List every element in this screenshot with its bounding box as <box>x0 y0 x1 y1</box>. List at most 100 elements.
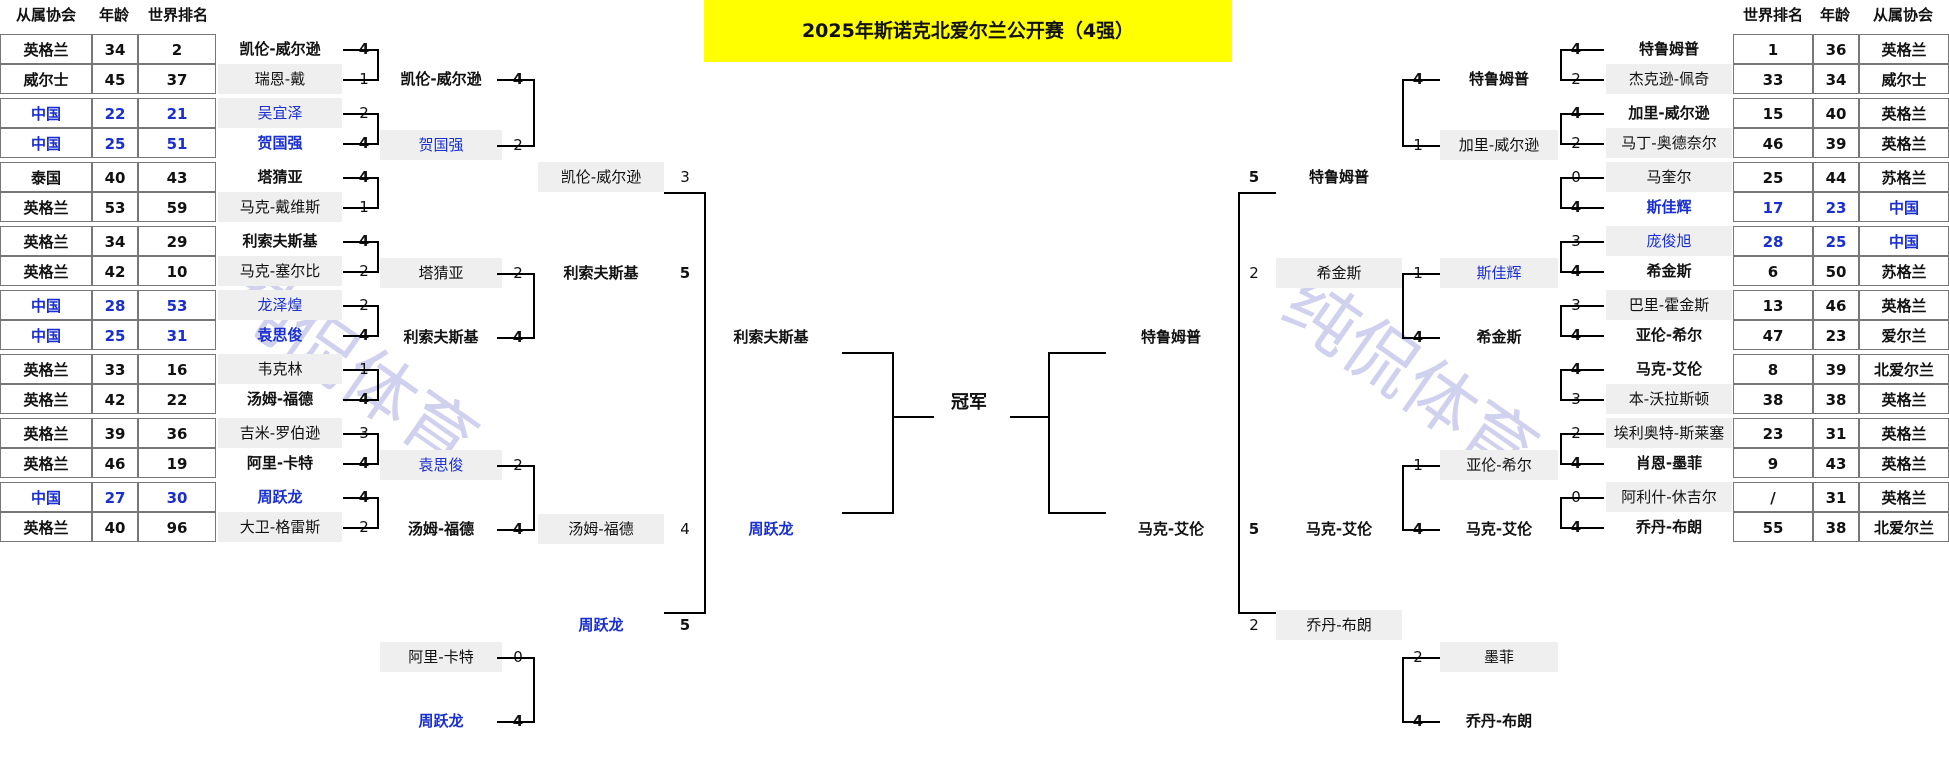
bracket-line <box>497 273 535 275</box>
player-rank: 36 <box>138 418 216 448</box>
player-rank: 33 <box>1733 64 1813 94</box>
player-rank: 55 <box>1733 512 1813 542</box>
player-assoc: 中国 <box>0 290 92 320</box>
bracket-line <box>1560 113 1562 145</box>
player-assoc: 英格兰 <box>1859 384 1949 414</box>
player-age: 50 <box>1813 256 1859 286</box>
bracket-line <box>1238 192 1276 194</box>
bracket-line <box>1560 241 1604 243</box>
bracket-line <box>497 79 535 81</box>
player-rank: 96 <box>138 512 216 542</box>
bracket-line <box>343 241 379 243</box>
bracket-line <box>1560 271 1604 273</box>
bracket-line <box>343 335 379 337</box>
player-age: 28 <box>92 290 138 320</box>
player-name: 凯伦-威尔逊 <box>400 70 482 88</box>
bracket-line <box>377 369 379 401</box>
player-name: 大卫-格雷斯 <box>218 512 342 542</box>
bracket-line <box>1048 352 1050 514</box>
player-assoc: 中国 <box>1859 226 1949 256</box>
player-assoc: 英格兰 <box>1859 34 1949 64</box>
bracket-line <box>343 527 379 529</box>
player-rank: 16 <box>138 354 216 384</box>
left-header: 世界排名 <box>147 6 208 24</box>
player-age: 43 <box>1813 448 1859 478</box>
player-name: 斯佳辉 <box>1646 198 1692 216</box>
bracket-line <box>1560 113 1604 115</box>
page-title: 2025年斯诺克北爱尔兰公开赛（4强） <box>704 0 1232 62</box>
player-age: 34 <box>1813 64 1859 94</box>
player-age: 23 <box>1813 320 1859 350</box>
match-score: 5 <box>1248 520 1260 538</box>
bracket-line <box>1238 612 1276 614</box>
match-score: 2 <box>1249 616 1259 634</box>
player-age: 40 <box>1813 98 1859 128</box>
player-name: 希金斯 <box>1476 328 1522 346</box>
player-rank: 28 <box>1733 226 1813 256</box>
player-name: 袁思俊 <box>257 326 303 344</box>
bracket-line <box>1560 433 1562 465</box>
player-rank: 21 <box>138 98 216 128</box>
bracket-line <box>664 612 706 614</box>
player-name: 斯佳辉 <box>1440 258 1558 288</box>
player-age: 22 <box>92 98 138 128</box>
player-rank: 15 <box>1733 98 1813 128</box>
bracket-line <box>1402 273 1404 339</box>
bracket-line <box>497 657 535 659</box>
player-rank: 6 <box>1733 256 1813 286</box>
left-header: 从属协会 <box>15 6 76 24</box>
bracket-line <box>1402 721 1440 723</box>
bracket-line <box>343 79 379 81</box>
bracket-line <box>377 113 379 145</box>
player-name: 希金斯 <box>1646 262 1692 280</box>
player-name: 凯伦-威尔逊 <box>239 40 321 58</box>
player-rank: 47 <box>1733 320 1813 350</box>
player-name: 汤姆-福德 <box>538 514 664 544</box>
match-score: 4 <box>680 520 690 538</box>
player-age: 40 <box>92 162 138 192</box>
player-age: 44 <box>1813 162 1859 192</box>
player-name: 希金斯 <box>1276 258 1402 288</box>
player-name: 马克-艾伦 <box>1137 520 1205 538</box>
player-name: 贺国强 <box>380 130 502 160</box>
bracket-line <box>377 49 379 81</box>
player-name: 塔猜亚 <box>257 168 303 186</box>
player-name: 吴宜泽 <box>218 98 342 128</box>
player-rank: 17 <box>1733 192 1813 222</box>
player-rank: 51 <box>138 128 216 158</box>
bracket-line <box>343 369 379 371</box>
match-score: 5 <box>679 616 691 634</box>
player-name: 亚伦-希尔 <box>1440 450 1558 480</box>
player-name: 马丁-奥德奈尔 <box>1606 128 1732 158</box>
player-age: 25 <box>92 128 138 158</box>
player-name: 加里-威尔逊 <box>1628 104 1710 122</box>
bracket-line <box>533 79 535 147</box>
bracket-line <box>343 177 379 179</box>
player-rank: 25 <box>1733 162 1813 192</box>
player-rank: 38 <box>1733 384 1813 414</box>
bracket-line <box>1560 433 1604 435</box>
bracket-line <box>1560 79 1604 81</box>
bracket-line <box>377 305 379 337</box>
player-rank: 59 <box>138 192 216 222</box>
player-age: 34 <box>92 34 138 64</box>
player-assoc: 英格兰 <box>1859 418 1949 448</box>
bracket-line <box>497 465 535 467</box>
bracket-line <box>377 177 379 209</box>
player-name: 吉米-罗伯逊 <box>218 418 342 448</box>
player-name: 特鲁姆普 <box>1468 70 1529 88</box>
player-age: 39 <box>1813 354 1859 384</box>
player-name: 凯伦-威尔逊 <box>538 162 664 192</box>
player-name: 周跃龙 <box>257 488 303 506</box>
bracket-line <box>1560 463 1604 465</box>
player-age: 23 <box>1813 192 1859 222</box>
bracket-line <box>343 143 379 145</box>
bracket-line <box>1402 465 1404 531</box>
bracket-line <box>497 529 535 531</box>
bracket-line <box>343 271 379 273</box>
bracket-line <box>1560 241 1562 273</box>
player-age: 34 <box>92 226 138 256</box>
bracket-line <box>1238 192 1240 614</box>
player-name: 马克-塞尔比 <box>218 256 342 286</box>
bracket-line <box>343 49 379 51</box>
